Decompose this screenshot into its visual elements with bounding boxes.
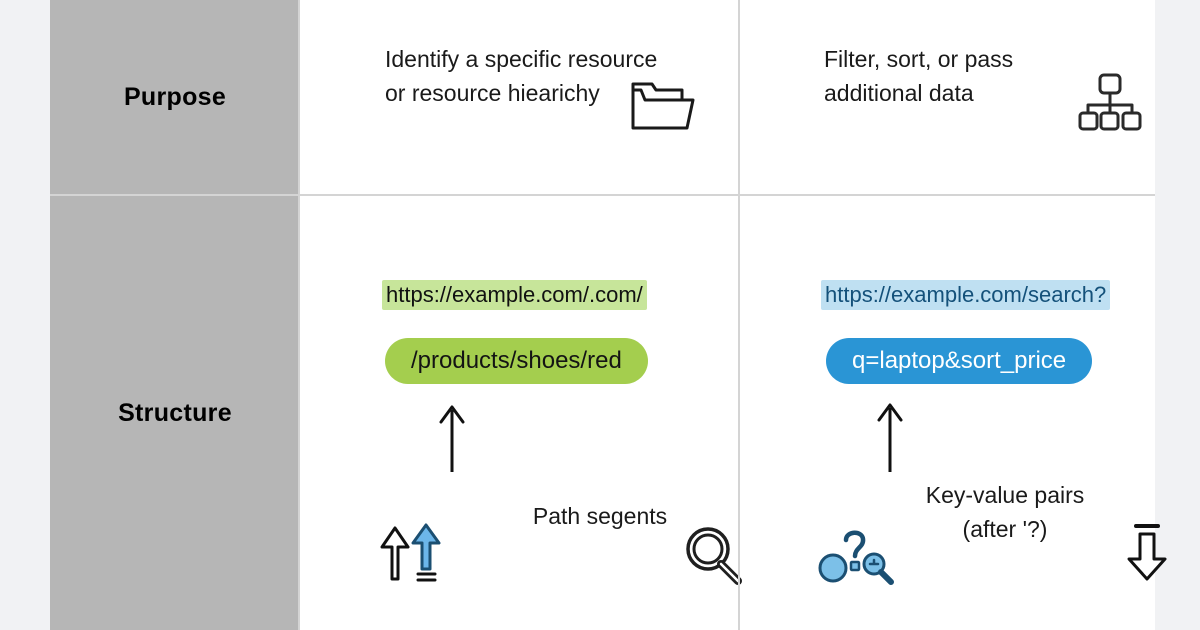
path-segment-pill: /products/shoes/red	[385, 338, 648, 384]
query-callout-arrow-icon	[876, 402, 904, 477]
row-label-structure-text: Structure	[118, 398, 232, 427]
structure-path-cell: https://example.com/.com/ /products/shoe…	[300, 196, 742, 630]
query-url-highlight: https://example.com/search?	[821, 280, 1111, 310]
hierarchy-icon	[1078, 72, 1142, 139]
row-label-purpose-text: Purpose	[123, 82, 227, 111]
row-divider	[50, 194, 1155, 196]
path-caption: Path segents	[532, 503, 668, 529]
purpose-query-text: Filter, sort, or pass additional data	[824, 46, 1014, 106]
row-label-structure: Structure	[50, 196, 300, 630]
up-arrow-pair-icon	[378, 521, 448, 588]
row-label-purpose: Purpose	[50, 0, 300, 194]
query-caption: Key-value pairs (after '?)	[925, 482, 1085, 542]
query-string-pill: q=laptop&sort_price	[826, 338, 1093, 384]
magnifier-icon	[683, 524, 745, 591]
url-anatomy-comparison-table: Purpose Structure Identify a specific re…	[50, 0, 1167, 630]
path-callout-arrow-icon	[438, 404, 466, 477]
column-divider-right	[738, 0, 740, 630]
down-arrow-outline-icon	[1122, 521, 1172, 588]
column-divider-left	[298, 0, 300, 630]
purpose-path-cell: Identify a specific resource or resource…	[300, 0, 738, 194]
purpose-path-text: Identify a specific resource or resource…	[385, 46, 658, 106]
purpose-query-cell: Filter, sort, or pass additional data	[740, 0, 1155, 194]
structure-query-cell: https://example.com/search? q=laptop&sor…	[740, 196, 1167, 630]
folder-icon	[630, 78, 696, 137]
path-url-highlight: https://example.com/.com/	[382, 280, 647, 310]
question-search-icon	[818, 526, 896, 591]
